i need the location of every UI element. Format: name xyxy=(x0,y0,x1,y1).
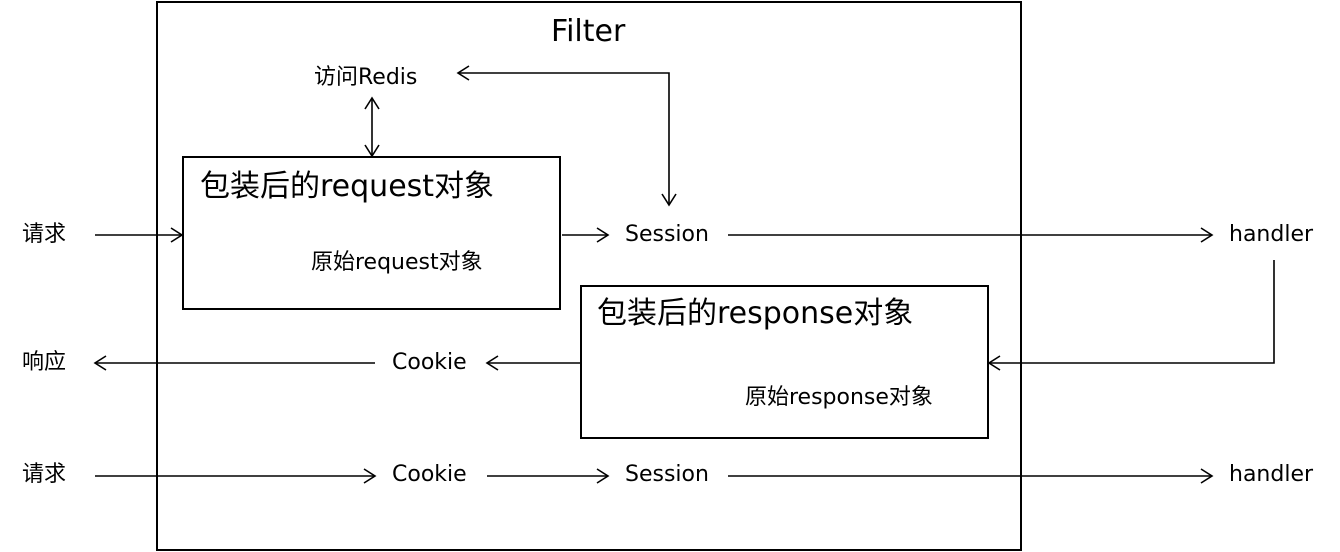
original-response-label: 原始response对象 xyxy=(745,385,933,410)
flow3-request-label: 请求 xyxy=(22,462,67,487)
flow3-handler-label: handler xyxy=(1229,462,1314,487)
arrowhead-cookie-to-response xyxy=(93,355,107,371)
filter-title: Filter xyxy=(551,14,626,49)
arrow-handler-to-response xyxy=(989,260,1275,364)
flow3-cookie-label: Cookie xyxy=(392,462,467,487)
redis-access-label: 访问Redis xyxy=(314,65,418,90)
flow3-session-label: Session xyxy=(625,462,709,487)
arrowhead-session3-to-handler xyxy=(1200,468,1214,484)
flow1-handler-label: handler xyxy=(1229,222,1314,247)
arrowhead-session-to-handler xyxy=(1200,227,1214,243)
flow2-response-label: 响应 xyxy=(22,350,67,375)
response-wrapper-label: 包装后的response对象 xyxy=(597,296,914,331)
flow1-request-label: 请求 xyxy=(22,222,67,247)
original-request-label: 原始request对象 xyxy=(311,250,483,275)
flow1-session-label: Session xyxy=(625,222,709,247)
flow2-cookie-label: Cookie xyxy=(392,350,467,375)
request-wrapper-label: 包装后的request对象 xyxy=(200,169,495,204)
